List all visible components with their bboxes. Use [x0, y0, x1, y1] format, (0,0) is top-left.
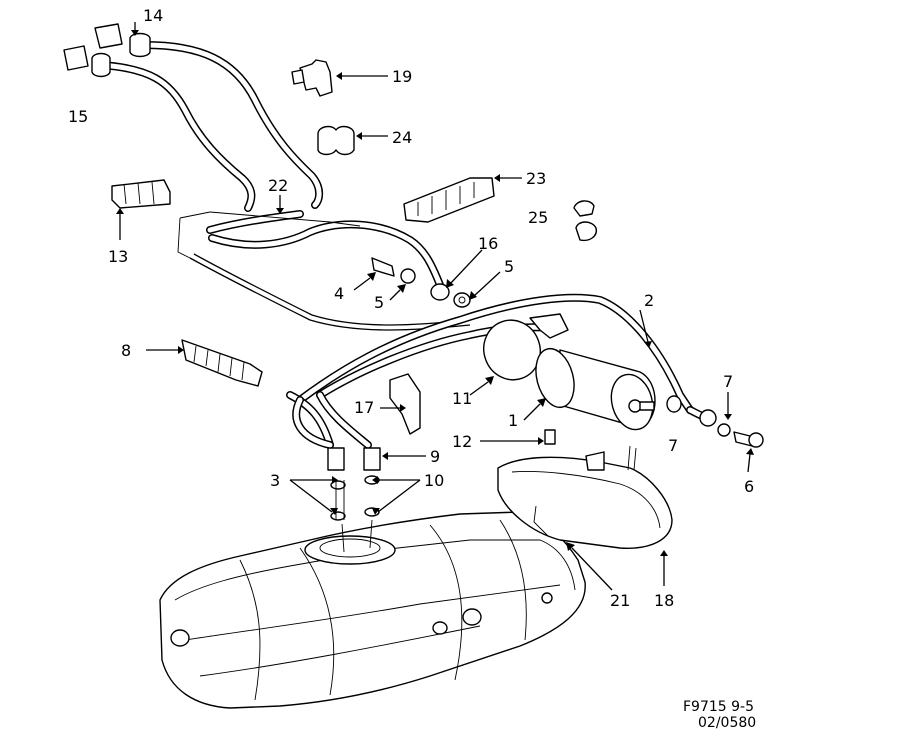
- filter-bracket-17: [389, 373, 421, 435]
- pipe-clip-8: [181, 339, 263, 387]
- label-25: 25: [528, 208, 548, 227]
- pipe-bundle: [189, 253, 714, 449]
- label-22: 22: [268, 176, 288, 195]
- fuel-tank: [159, 511, 586, 709]
- label-2: 2: [644, 291, 654, 310]
- callout-labels: 14 19 15 24 23 22 25 16 13 5 4 2 5 8 7 1…: [68, 6, 754, 610]
- plug-12: [544, 429, 556, 445]
- hose-clip-19: [291, 59, 333, 97]
- label-17: 17: [354, 398, 374, 417]
- label-15: 15: [68, 107, 88, 126]
- label-9: 9: [430, 447, 440, 466]
- label-3: 3: [270, 471, 280, 490]
- hose-clip-24: [317, 125, 355, 156]
- label-4: 4: [334, 284, 344, 303]
- bracket-21: [533, 505, 549, 537]
- label-5a: 5: [504, 257, 514, 276]
- banjo-bolt-4: [371, 257, 416, 284]
- washer-5a: [453, 292, 471, 308]
- label-6: 6: [744, 477, 754, 496]
- guide-lines: [177, 211, 361, 259]
- label-23: 23: [526, 169, 546, 188]
- label-12: 12: [452, 432, 472, 451]
- o-rings-3: [330, 480, 346, 521]
- label-1: 1: [508, 411, 518, 430]
- pipe-holder-23: [403, 177, 495, 223]
- label-13: 13: [108, 247, 128, 266]
- date-code: 02/0580: [698, 715, 757, 731]
- label-5b: 5: [374, 293, 384, 312]
- label-14: 14: [143, 6, 163, 25]
- label-8: 8: [121, 341, 131, 360]
- connector-9: [327, 447, 381, 471]
- filler-connector-lower: [63, 45, 111, 78]
- fitting-16: [430, 283, 450, 301]
- label-11: 11: [452, 389, 472, 408]
- pipe-clip-13: [111, 179, 171, 209]
- label-21: 21: [610, 591, 630, 610]
- figure-code: F9715 9-5: [683, 699, 754, 715]
- fitting-7: [666, 395, 731, 437]
- fuel-filter-1: [535, 347, 656, 431]
- banjo-bolt-6: [733, 431, 764, 448]
- label-24: 24: [392, 128, 412, 147]
- filler-hose-upper: [141, 41, 324, 209]
- label-7b: 7: [668, 436, 678, 455]
- pump-pipes: [341, 519, 373, 553]
- filler-connector-top: [94, 23, 151, 58]
- label-19: 19: [392, 67, 412, 86]
- vent-hose-22: [206, 210, 444, 289]
- leaders: [116, 22, 754, 591]
- label-16: 16: [478, 234, 498, 253]
- filter-holder-11: [483, 313, 569, 381]
- label-10: 10: [424, 471, 444, 490]
- clip-25: [573, 200, 597, 242]
- label-7a: 7: [723, 372, 733, 391]
- label-18: 18: [654, 591, 674, 610]
- filler-hose-lower: [96, 61, 256, 212]
- heat-shield-18: [497, 445, 673, 549]
